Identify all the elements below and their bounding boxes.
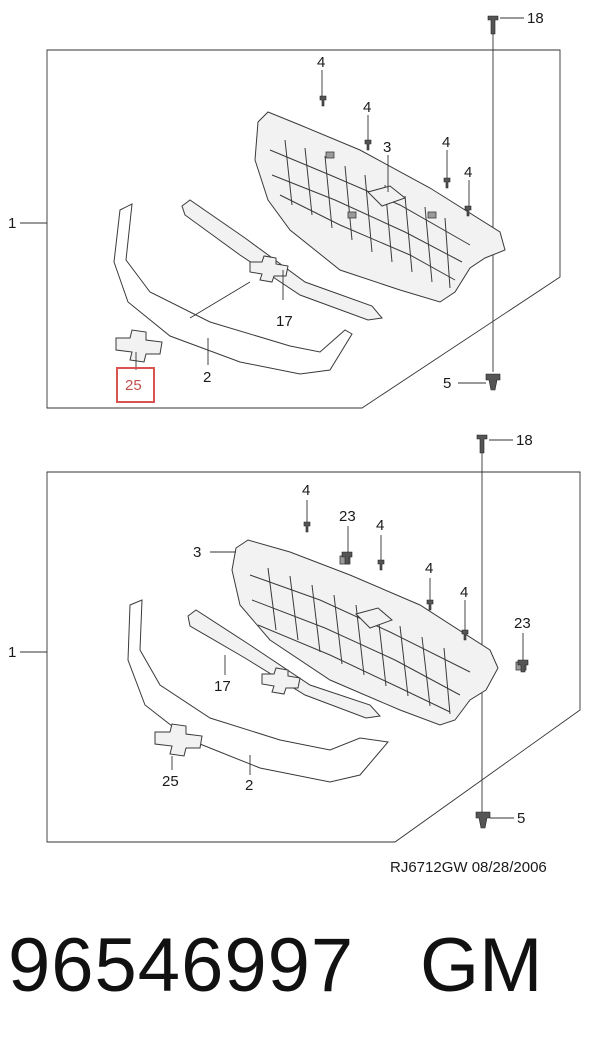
bolt-icon (443, 177, 451, 189)
callout-25: 25 (162, 773, 179, 790)
callout-1: 1 (8, 644, 16, 661)
top-panel-frame (46, 49, 561, 409)
callout-4: 4 (317, 54, 325, 71)
callout-4: 4 (363, 99, 371, 116)
bolt-icon (426, 599, 434, 611)
callout-4: 4 (464, 164, 472, 181)
callout-18: 18 (516, 432, 533, 449)
callout-4: 4 (460, 584, 468, 601)
top-panel: 1 4 4 4 4 3 18 5 17 2 25 (8, 10, 561, 409)
bolt-icon (364, 139, 372, 151)
part-number: 96546997 (8, 923, 355, 1008)
bolt-icon (461, 629, 469, 641)
clip-icon (341, 551, 353, 565)
lower-trim-part (127, 599, 389, 783)
callout-4: 4 (442, 134, 450, 151)
lower-trim-part (113, 203, 353, 375)
callout-3: 3 (193, 544, 201, 561)
molding-strip-part (181, 199, 383, 321)
bolt-icon (464, 205, 472, 217)
clip-icon (517, 659, 529, 673)
callout-2: 2 (203, 369, 211, 386)
callout-4: 4 (302, 482, 310, 499)
callout-2: 2 (245, 777, 253, 794)
diagram-code: RJ6712GW 08/28/2006 (390, 859, 547, 876)
grille-body-part (254, 111, 506, 303)
bottom-panel: 1 4 4 4 4 3 23 23 18 5 17 2 25 (8, 432, 581, 843)
bolt-icon (319, 95, 327, 107)
molding-strip-part (187, 609, 382, 719)
callout-1: 1 (8, 215, 16, 232)
highlight-box (116, 367, 155, 403)
grille-body-part (231, 539, 527, 726)
bolt-icon (303, 521, 311, 533)
callout-5: 5 (517, 810, 525, 827)
callout-5: 5 (443, 375, 451, 392)
emblem-on-grille (261, 667, 301, 695)
callout-25-highlighted: 25 (125, 377, 142, 394)
bottom-panel-frame (46, 471, 581, 843)
callout-4: 4 (376, 517, 384, 534)
callout-3: 3 (383, 139, 391, 156)
callout-23: 23 (514, 615, 531, 632)
screw-icon (476, 434, 488, 454)
emblem-on-grille (249, 255, 289, 283)
callout-23: 23 (339, 508, 356, 525)
screw-icon (487, 15, 499, 35)
callout-4: 4 (425, 560, 433, 577)
brand-name: GM (420, 923, 543, 1008)
callout-18: 18 (527, 10, 544, 27)
clip-icon (485, 373, 501, 391)
emblem-part (154, 723, 203, 757)
bolt-icon (377, 559, 385, 571)
callout-17: 17 (214, 678, 231, 695)
clip-icon (475, 811, 491, 829)
callout-17: 17 (276, 313, 293, 330)
emblem-part (115, 329, 163, 363)
